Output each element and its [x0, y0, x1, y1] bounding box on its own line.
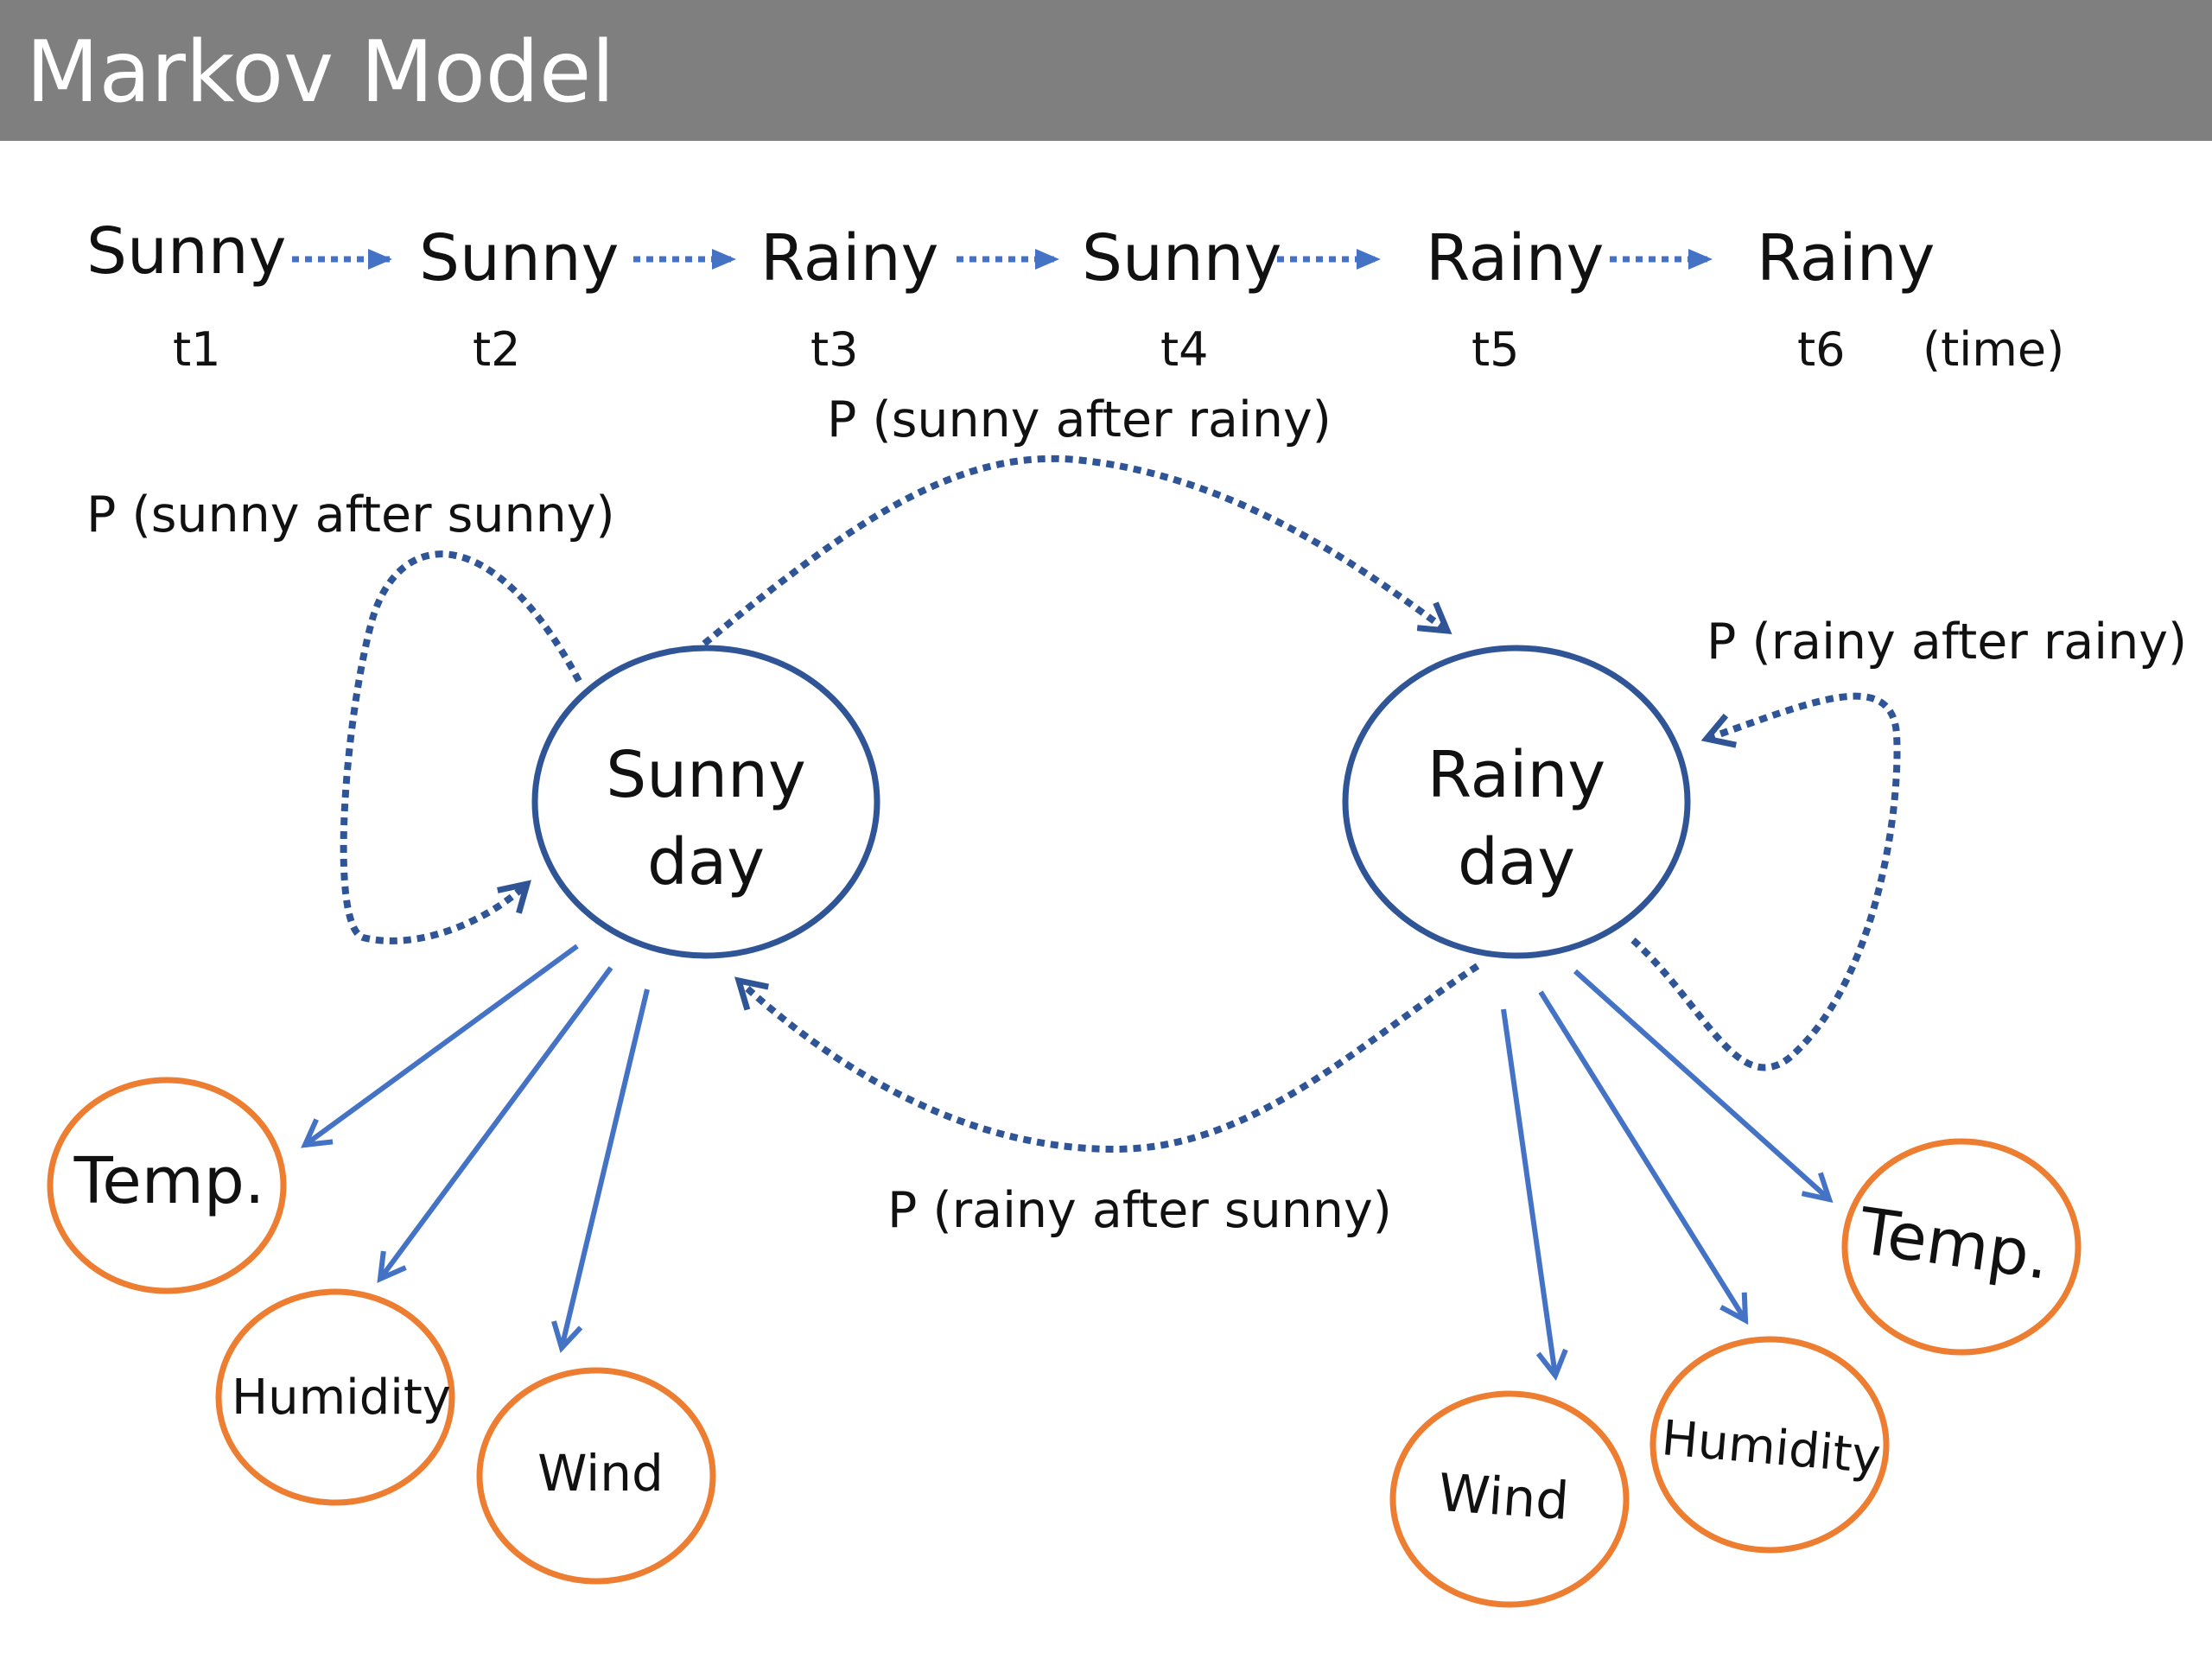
obs-rainy-wind: Wind: [1436, 1463, 1570, 1532]
state-rainy-line2: day: [1458, 825, 1575, 899]
emission-sunny-temp: [301, 944, 579, 1148]
emission-rainy-humidity: [1538, 990, 1749, 1325]
label-rainy-after-rainy: P (rainy after rainy): [1707, 613, 2187, 671]
state-sunny-line1: Sunny: [606, 738, 805, 812]
state-sunny: Sunny day: [531, 645, 880, 959]
time-label-3: t3: [810, 322, 859, 377]
obs-sunny-temp: Temp.: [73, 1144, 265, 1218]
label-sunny-after-rainy: P (sunny after rainy): [827, 391, 1332, 448]
obs-rainy-humidity-circle: [1649, 1336, 1890, 1554]
obs-rainy-wind-circle: [1389, 1390, 1630, 1608]
title-bar: Markov Model: [0, 0, 2212, 141]
sequence-state-3: Rainy: [760, 221, 938, 296]
state-sunny-circle: [531, 645, 880, 959]
obs-sunny-temp-circle: [47, 1077, 287, 1294]
observations: [47, 1077, 2082, 1608]
state-sunny-line2: day: [647, 825, 765, 899]
time-labels: t1 t2 t3 t4 t5 t6 (time): [173, 322, 2064, 377]
time-label-2: t2: [473, 322, 521, 377]
sequence-state-6: Rainy: [1757, 221, 1935, 296]
obs-rainy-temp-circle: [1841, 1138, 2082, 1356]
emission-rainy-temp: [1573, 969, 1834, 1204]
transition-rainy-to-sunny: [734, 963, 1480, 1154]
time-label-5: t5: [1471, 322, 1520, 377]
obs-sunny-humidity-circle: [215, 1288, 455, 1506]
sequence-state-2: Sunny: [419, 221, 619, 296]
transition-sunny-to-rainy: [702, 454, 1452, 647]
state-rainy: Rainy day: [1342, 645, 1691, 959]
emission-sunny-humidity: [377, 966, 613, 1283]
transition-labels: P (sunny after sunny) P (sunny after rai…: [86, 391, 2187, 1239]
transition-rainy-to-rainy: [1630, 692, 1901, 1071]
time-axis-label: (time): [1923, 322, 2064, 377]
sequence-state-1: Sunny: [86, 214, 286, 289]
transition-sunny-to-sunny: [340, 550, 582, 944]
time-sequence: Sunny Sunny Rainy Sunny Rainy Rainy: [86, 214, 1935, 296]
time-label-4: t4: [1160, 322, 1209, 377]
obs-sunny-wind: Wind: [537, 1444, 664, 1503]
state-rainy-circle: [1342, 645, 1691, 959]
label-rainy-after-sunny: P (rainy after sunny): [887, 1182, 1392, 1239]
obs-sunny-humidity: Humidity: [232, 1370, 451, 1426]
transition-arrows: [340, 454, 1901, 1154]
sequence-state-5: Rainy: [1426, 221, 1604, 296]
time-label-1: t1: [173, 322, 221, 377]
sequence-state-4: Sunny: [1082, 221, 1281, 296]
label-sunny-after-sunny: P (sunny after sunny): [86, 486, 615, 543]
page-title: Markov Model: [26, 23, 615, 122]
time-label-6: t6: [1797, 322, 1846, 377]
emission-sunny-wind: [551, 988, 650, 1353]
emission-arrows: [301, 944, 1834, 1381]
obs-sunny-wind-circle: [476, 1367, 716, 1585]
emission-rainy-wind: [1501, 1008, 1568, 1381]
state-rainy-line1: Rainy: [1427, 738, 1605, 812]
